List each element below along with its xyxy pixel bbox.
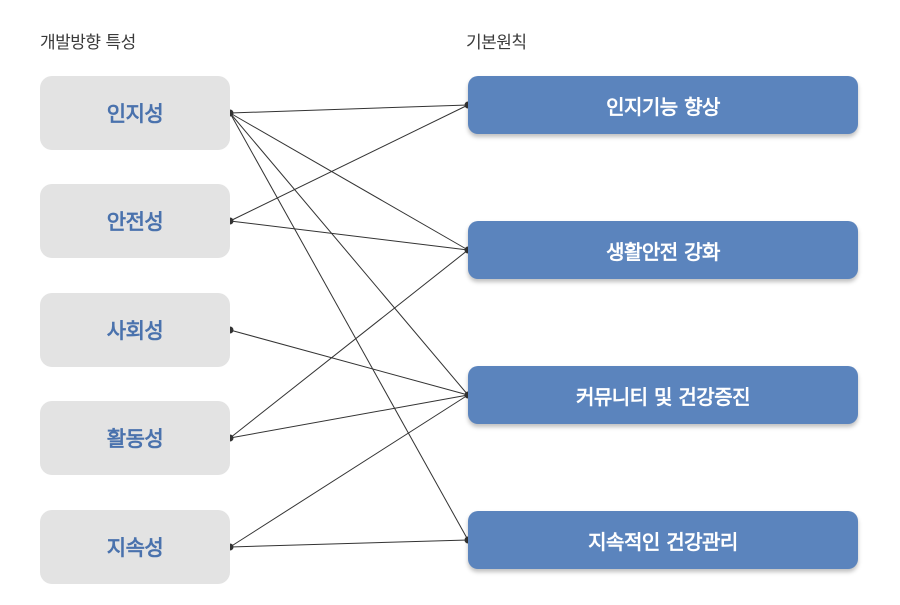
connection-line-safety-to-cognitive-improvement <box>229 104 469 222</box>
characteristic-box-safety: 안전성 <box>40 184 230 258</box>
connection-line-safety-to-life-safety <box>229 220 469 251</box>
connection-line-cognitive-to-life-safety <box>229 112 469 251</box>
connection-line-activity-to-community-health <box>229 394 469 439</box>
principle-box-cognitive-improvement: 인지기능 향상 <box>468 76 858 134</box>
characteristic-box-sociality: 사회성 <box>40 293 230 367</box>
connection-line-cognitive-to-cognitive-improvement <box>229 104 469 114</box>
connection-line-sociality-to-community-health <box>229 329 469 396</box>
connection-line-sustainability-to-sustained-health <box>229 539 469 548</box>
connection-line-activity-to-life-safety <box>229 249 469 439</box>
principle-box-life-safety: 생활안전 강화 <box>468 221 858 279</box>
principles-heading: 기본원칙 <box>466 33 527 53</box>
connection-line-cognitive-to-sustained-health <box>229 112 469 541</box>
connection-line-sustainability-to-community-health <box>229 394 469 548</box>
characteristic-box-activity: 활동성 <box>40 401 230 475</box>
connection-line-cognitive-to-community-health <box>229 112 469 396</box>
principle-box-sustained-health: 지속적인 건강관리 <box>468 511 858 569</box>
characteristics-heading: 개발방향 특성 <box>40 33 136 53</box>
principle-box-community-health: 커뮤니티 및 건강증진 <box>468 366 858 424</box>
characteristic-box-cognitive: 인지성 <box>40 76 230 150</box>
characteristic-box-sustainability: 지속성 <box>40 510 230 584</box>
